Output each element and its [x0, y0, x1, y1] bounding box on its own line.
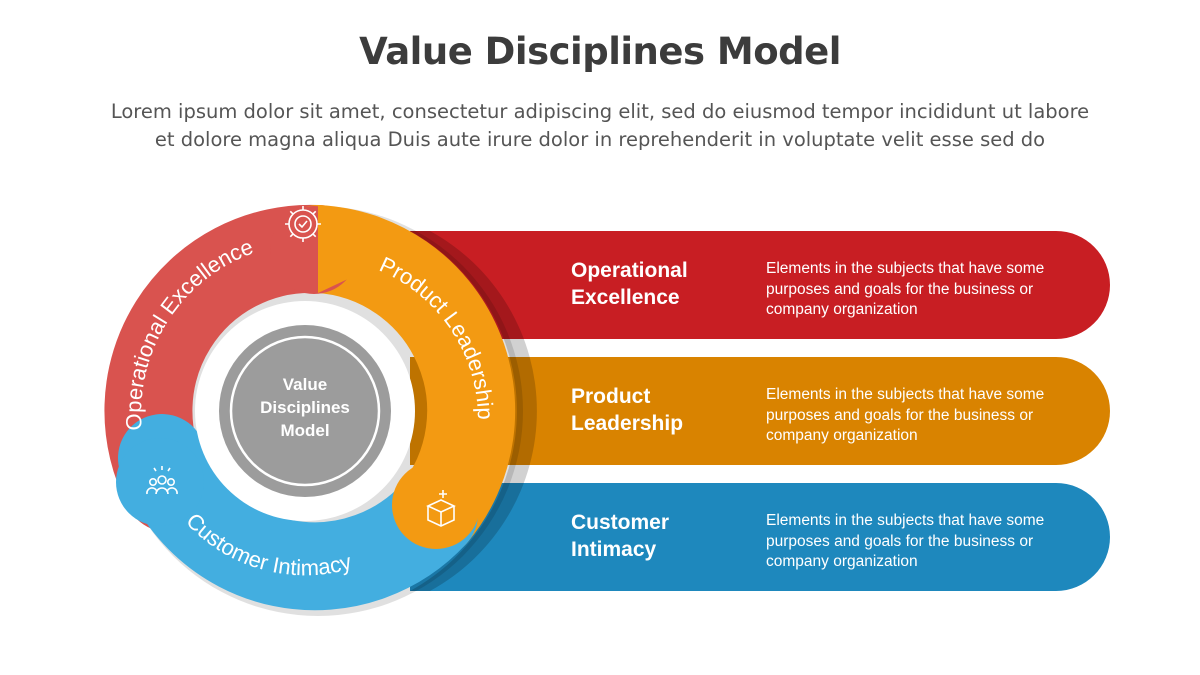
center-white-line — [229, 335, 381, 487]
item-title-operational: Operational Excellence — [571, 259, 688, 309]
item-desc-product: Elements in the subjects that have some … — [766, 386, 1045, 444]
center-line-2: Disciplines — [260, 398, 350, 417]
center-gray-ring — [219, 325, 391, 497]
item-title-customer: Customer Intimacy — [571, 511, 670, 561]
bar-customer-intimacy — [410, 483, 1110, 591]
cap-product-top — [318, 205, 361, 293]
center-line-1: Value — [283, 375, 327, 394]
page-subtitle: Lorem ipsum dolor sit amet, consectetur … — [40, 98, 1160, 154]
item-title-product: Product Leadership — [571, 385, 684, 435]
people-group-icon — [146, 466, 178, 495]
item-desc-operational: Elements in the subjects that have some … — [766, 260, 1045, 318]
subtitle-line-1: Lorem ipsum dolor sit amet, consectetur … — [110, 100, 1090, 123]
gear-check-icon — [285, 206, 321, 242]
bar-operational-excellence — [410, 231, 1110, 339]
product-box-icon — [426, 490, 456, 527]
center-line-3: Model — [280, 421, 329, 440]
subtitle-line-2: et dolore magna aliqua Duis aute irure d… — [154, 128, 1046, 151]
item-desc-customer: Elements in the subjects that have some … — [766, 512, 1045, 570]
bar-product-leadership — [410, 357, 1110, 465]
wheel-shadow — [410, 231, 537, 591]
page-title: Value Disciplines Model — [359, 30, 841, 73]
cap-product-head — [392, 461, 480, 549]
cap-customer-head — [116, 438, 204, 526]
